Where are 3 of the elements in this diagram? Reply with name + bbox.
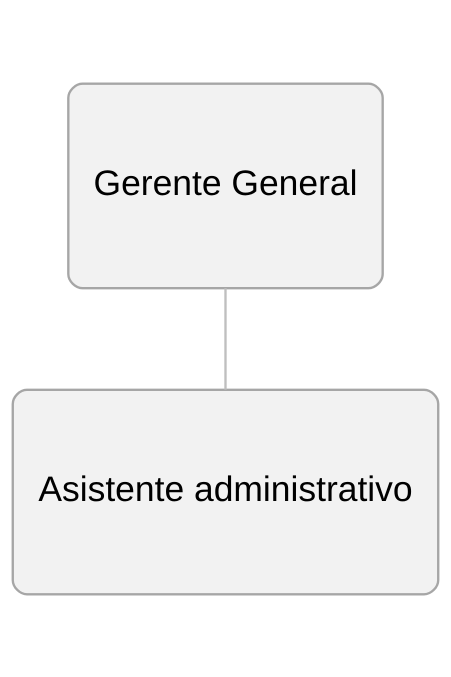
connector <box>224 288 227 390</box>
node-box: Asistente administrativo <box>12 388 440 595</box>
node-box: Gerente General <box>67 82 384 289</box>
